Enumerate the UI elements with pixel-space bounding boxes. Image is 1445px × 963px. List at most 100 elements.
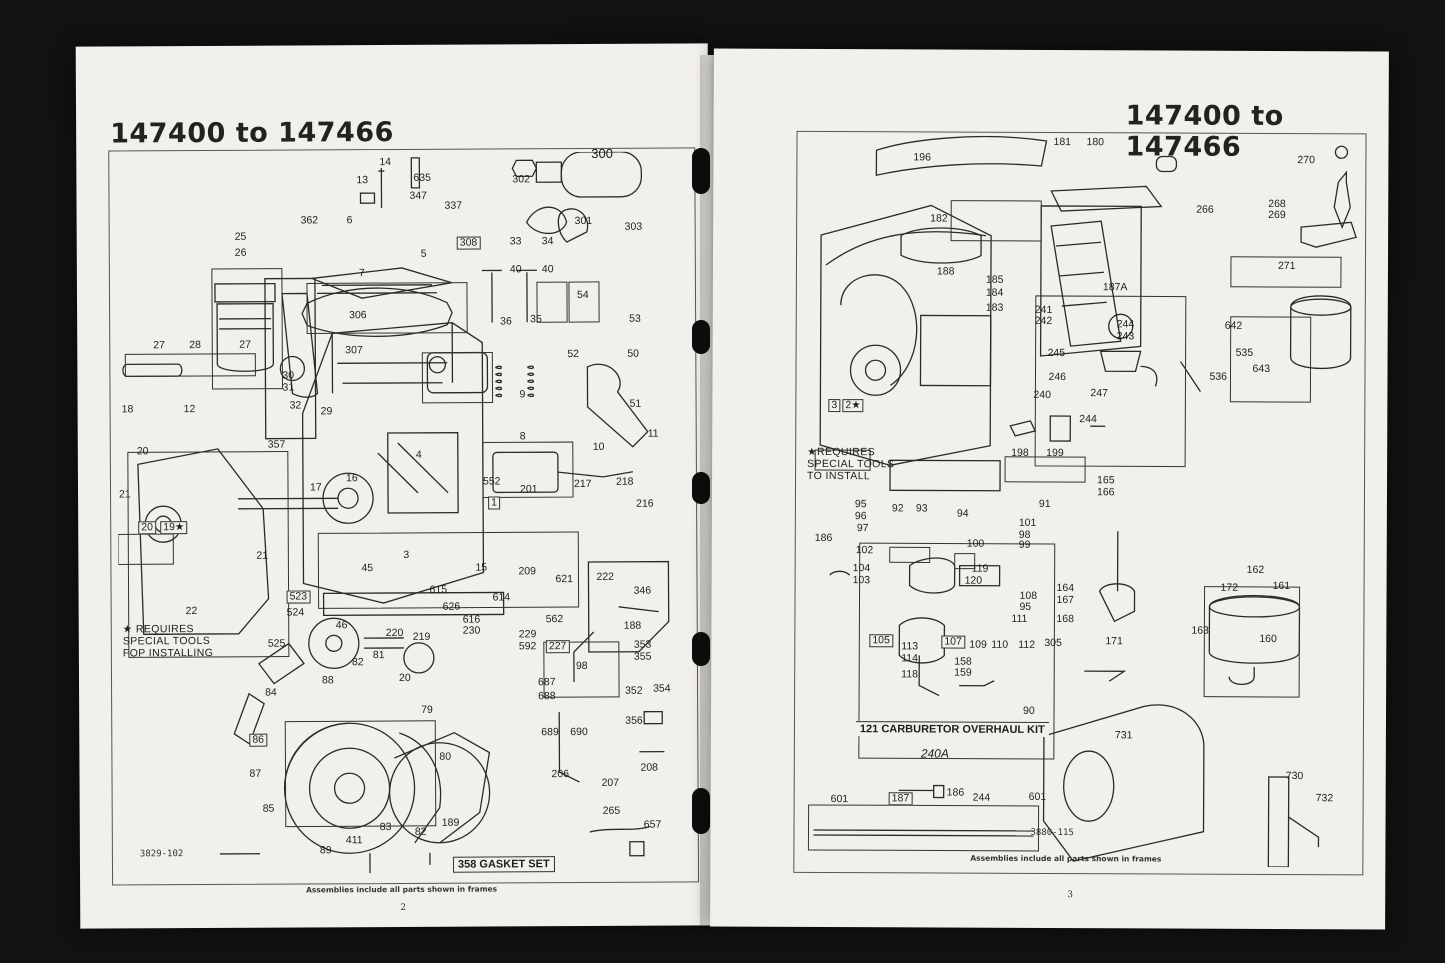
part-label: 166 xyxy=(1096,486,1115,499)
part-label: 171 xyxy=(1105,635,1123,648)
part-label: 34 xyxy=(541,235,554,248)
part-label: 270 xyxy=(1297,154,1315,167)
part-label: 635 xyxy=(413,171,431,184)
part-label: 535 xyxy=(1235,346,1254,359)
part-label: 616 xyxy=(462,613,481,626)
part-label: 36 xyxy=(500,315,512,328)
part-label: 182 xyxy=(930,212,948,225)
part-label: 208 xyxy=(640,761,659,774)
part-label: 88 xyxy=(321,674,334,687)
part-label: 85 xyxy=(262,802,275,815)
special-tools-note: ★ REQUIRES SPECIAL TOOLS FOP INSTALLING xyxy=(123,623,214,659)
part-label: 411 xyxy=(345,834,363,847)
left-page-title: 147400 to 147466 xyxy=(110,116,394,150)
part-label: 246 xyxy=(1048,370,1067,384)
part-label: 79 xyxy=(421,703,433,716)
part-label: 614 xyxy=(492,591,511,604)
part-label: 217 xyxy=(573,477,592,491)
part-label: 97 xyxy=(856,522,869,535)
part-label: 120 xyxy=(964,574,983,587)
note-line: SPECIAL TOOLS xyxy=(122,634,211,648)
part-label: 730 xyxy=(1285,770,1304,783)
part-label: 306 xyxy=(349,309,367,322)
part-label: 110 xyxy=(991,638,1009,651)
part-label: 40 xyxy=(509,263,522,276)
part-label: 732 xyxy=(1315,792,1334,805)
part-label: 22 xyxy=(185,605,198,618)
part-label: 690 xyxy=(570,725,588,739)
part-label: 25 xyxy=(234,230,247,243)
part-label: 266 xyxy=(1196,203,1214,216)
part-label: 592 xyxy=(518,640,537,653)
part-label: 168 xyxy=(1056,613,1074,626)
part-label: 626 xyxy=(442,600,461,613)
part-label: 32 xyxy=(289,399,302,412)
part-label: 161 xyxy=(1272,579,1291,593)
part-label: 357 xyxy=(267,438,286,451)
part-label: 187 xyxy=(888,792,913,805)
part-label: 46 xyxy=(335,619,348,632)
part-label: 356 xyxy=(625,714,643,727)
binder-hole xyxy=(692,632,710,666)
part-label: 657 xyxy=(643,818,662,831)
part-label: 27 xyxy=(239,338,251,351)
part-label: 303 xyxy=(624,220,643,233)
part-label: 13 xyxy=(356,174,369,187)
part-label: 100 xyxy=(966,537,985,550)
page-number: 3 xyxy=(1067,890,1073,901)
part-label: 642 xyxy=(1224,319,1243,332)
part-label: 118 xyxy=(901,668,918,681)
part-label: 601 xyxy=(830,793,849,806)
part-label: 30 xyxy=(282,369,295,382)
part-label: 17 xyxy=(309,481,322,494)
part-label: 9 xyxy=(519,388,526,401)
part-label: 355 xyxy=(633,650,652,663)
part-label: 346 xyxy=(633,584,652,597)
part-label: 536 xyxy=(1209,370,1228,383)
part-label: 15 xyxy=(475,561,488,574)
part-label: 31 xyxy=(282,381,295,394)
part-label: 230 xyxy=(462,624,481,637)
part-label: 219 xyxy=(412,630,431,643)
part-label: 14 xyxy=(379,156,392,169)
part-label: 523 xyxy=(286,590,311,604)
binder-hole xyxy=(692,472,710,504)
note-line: ★REQUIRES xyxy=(807,445,876,459)
part-label: 95 xyxy=(854,498,867,511)
part-label: 181 xyxy=(1053,136,1072,149)
part-label: 28 xyxy=(189,339,201,352)
part-label: 186 xyxy=(814,531,833,545)
part-label: 84 xyxy=(265,686,277,699)
part-label: 90 xyxy=(1023,704,1035,717)
part-label: 552 xyxy=(482,475,501,488)
part-label: 104 xyxy=(852,562,871,575)
part-label: 354 xyxy=(653,682,671,695)
part-label: 83 xyxy=(379,821,392,834)
part-label: 615 xyxy=(429,583,448,596)
part-label: 188 xyxy=(936,265,955,278)
part-label: 218 xyxy=(615,475,634,488)
part-label: 158 xyxy=(954,655,972,668)
part-label: 19★ xyxy=(160,521,188,534)
part-label: 222 xyxy=(596,570,615,583)
part-label: 352 xyxy=(625,684,643,697)
part-label: 93 xyxy=(915,502,928,515)
part-label: 227 xyxy=(545,640,570,653)
part-label: 16 xyxy=(345,472,358,485)
part-label: 243 xyxy=(1116,330,1135,343)
part-label: 240A xyxy=(920,746,949,761)
part-label: 20 xyxy=(136,445,149,458)
part-label: 189 xyxy=(441,816,460,829)
part-label: 4 xyxy=(415,448,422,461)
part-label: 51 xyxy=(629,397,642,410)
part-label: 53 xyxy=(629,312,641,325)
part-label: 302 xyxy=(512,173,530,186)
part-label: 162 xyxy=(1246,563,1265,576)
engine-exploded-diagram xyxy=(117,151,670,874)
part-label: 3 xyxy=(828,399,841,412)
drawing-code: 3880-115 xyxy=(1030,827,1074,839)
part-label: 107 xyxy=(941,635,965,649)
left-page: 147400 to 147466 xyxy=(75,43,713,929)
part-label: 525 xyxy=(267,637,286,650)
binder-hole xyxy=(692,320,710,354)
